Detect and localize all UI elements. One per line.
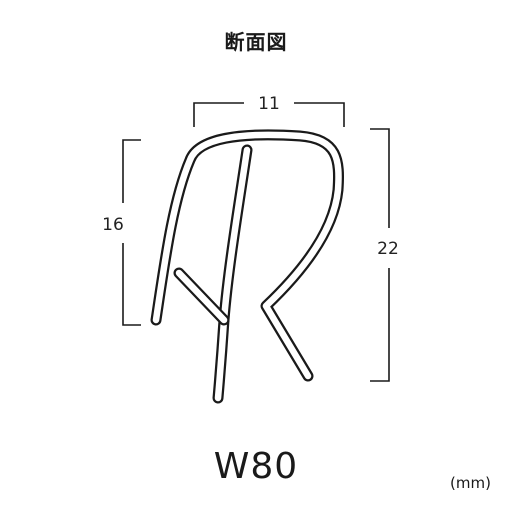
dimension-right-height: 22: [370, 128, 399, 382]
dimension-left-lower-line: [122, 243, 141, 326]
unit-label: (mm): [450, 474, 491, 492]
dimension-width-right-line: [294, 102, 345, 127]
extrusion-profile: [150, 129, 344, 404]
model-name: W80: [213, 446, 299, 487]
dimension-left-height: 16: [102, 139, 141, 326]
dimension-left-upper-line: [122, 139, 141, 203]
dimension-right-upper-line: [370, 128, 390, 228]
dimension-right-label: 22: [377, 239, 399, 259]
dimension-width: 11: [193, 94, 345, 127]
center-leg-inner: [214, 146, 251, 402]
left-barb-inner: [175, 269, 228, 324]
dimension-width-left-line: [193, 102, 244, 127]
page-title: 断面図: [224, 30, 288, 54]
dimension-right-lower-line: [370, 268, 390, 382]
dimension-left-label: 16: [102, 215, 124, 235]
dimension-width-label: 11: [258, 94, 280, 114]
profile-inner: [152, 131, 342, 380]
